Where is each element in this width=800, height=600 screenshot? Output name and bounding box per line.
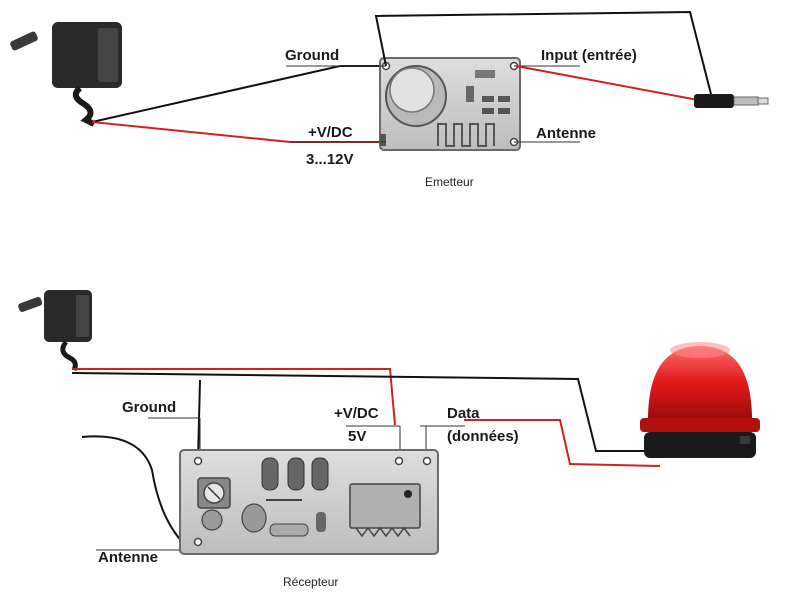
red-wire-data [464, 419, 661, 467]
tx-antenna-label: Antenne [536, 125, 596, 142]
antenna-wire [81, 435, 187, 547]
rx-caption: Récepteur [283, 575, 338, 589]
rx-power-label: +V/DC [334, 405, 379, 422]
black-wire-ground [197, 379, 201, 461]
rx-ground-label: Ground [122, 399, 176, 416]
rx-voltage-label: 5V [348, 428, 366, 445]
red-wire-input [515, 65, 699, 101]
black-wire-ground [91, 65, 385, 123]
tx-input-label: Input (entrée) [541, 47, 637, 64]
power-adapter-icon [18, 290, 92, 372]
black-wire-main [71, 372, 662, 452]
transmitter-section: Ground Input (entrée) +V/DC 3...12V Ante… [10, 10, 769, 189]
tx-ground-label: Ground [285, 47, 339, 64]
receiver-board [179, 449, 439, 555]
power-adapter-icon [10, 22, 122, 127]
rx-data-label-fr: (données) [447, 428, 519, 445]
tx-power-label: +V/DC [308, 124, 353, 141]
transmitter-board [379, 57, 521, 151]
tx-caption: Emetteur [425, 175, 474, 189]
black-wire-input-loop [374, 10, 713, 99]
receiver-section: Ground +V/DC 5V Data (données) Antenne R… [18, 290, 760, 589]
rx-data-label: Data [447, 405, 480, 422]
tx-voltage-label: 3...12V [306, 151, 354, 168]
rx-antenna-label: Antenne [98, 549, 158, 566]
audio-jack-icon [694, 94, 769, 108]
red-wire-power [72, 368, 396, 426]
beacon-light-icon [640, 342, 760, 458]
